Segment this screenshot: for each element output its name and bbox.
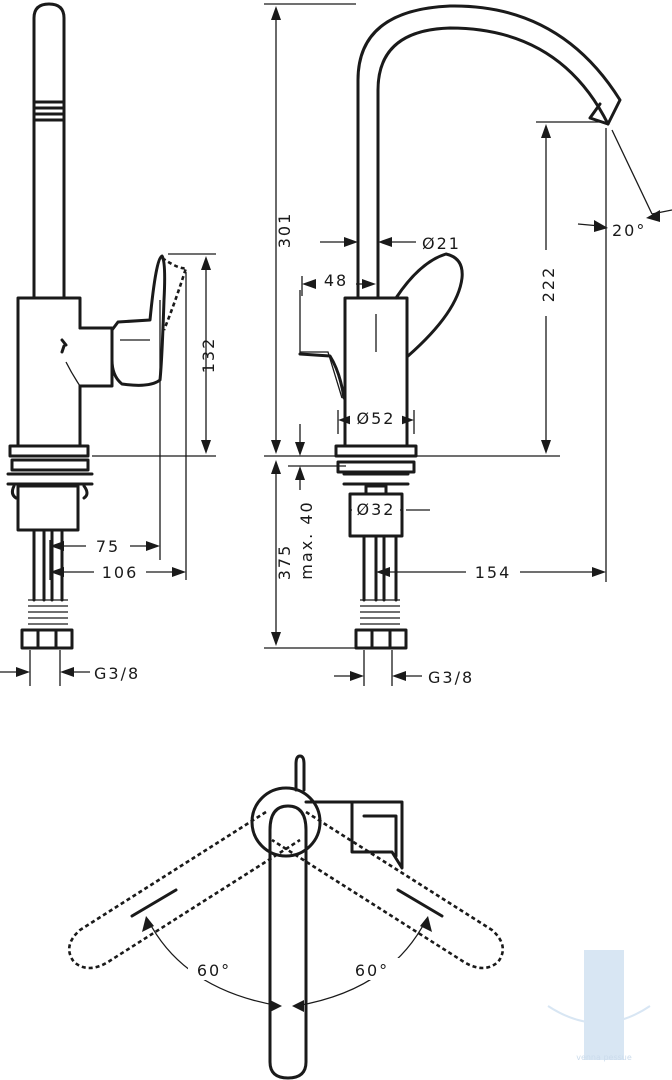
side-hoses (32, 528, 64, 602)
dim-g38-right: G3/8 (428, 668, 474, 687)
dim-dia-21: Ø21 (422, 234, 461, 253)
side-base-plate (8, 444, 90, 458)
dim-dia-52: Ø52 (357, 409, 396, 428)
top-view: 60° 60° (67, 754, 505, 1080)
dim-dia-32: Ø32 (357, 500, 396, 519)
dim-106: 106 (102, 563, 139, 582)
dim-g38-left: G3/8 (94, 664, 140, 683)
watermark-text: venna pessue (576, 1053, 632, 1062)
side-lever (110, 254, 167, 387)
dim-301: 301 (275, 212, 294, 249)
dim-132: 132 (199, 337, 218, 374)
dim-154: 154 (475, 563, 512, 582)
front-base-plate (334, 444, 418, 458)
dim-max-40: max. 40 (297, 500, 316, 579)
side-spout (32, 2, 66, 300)
dim-angle-60-left: 60° (197, 961, 231, 980)
side-shank (16, 484, 80, 532)
lever-swing-left (67, 810, 301, 970)
front-hoses (362, 534, 398, 602)
top-housing (250, 786, 322, 858)
dim-angle-60-right: 60° (355, 961, 389, 980)
front-lever (394, 252, 464, 358)
dim-222: 222 (539, 266, 558, 303)
top-spout (268, 804, 308, 1080)
watermark-logo: venna pessue (547, 950, 651, 1062)
side-aerator (33, 100, 65, 122)
side-view: 132 75 106 G3/8 (0, 2, 218, 686)
dim-angle-20: 20° (612, 221, 646, 240)
front-spout (356, 4, 622, 300)
dim-48: 48 (324, 271, 348, 290)
dim-75: 75 (96, 537, 120, 556)
front-view: 301 375 max. 40 222 154 48 (264, 3, 672, 687)
dim-375: 375 (275, 544, 294, 581)
